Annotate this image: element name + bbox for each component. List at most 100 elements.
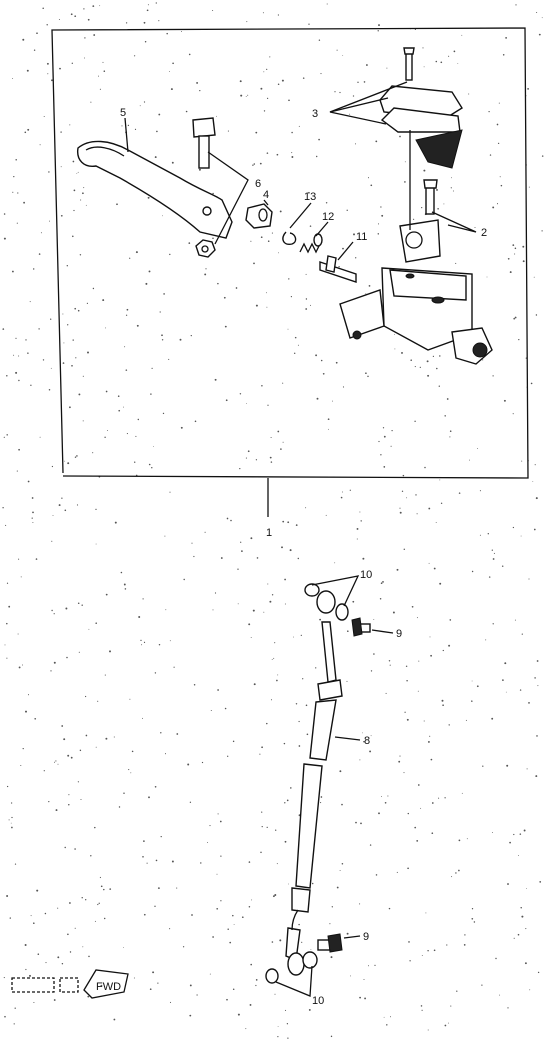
speckle [71, 62, 73, 64]
speckle [148, 796, 150, 799]
speckle [491, 832, 493, 834]
speckle [439, 355, 441, 357]
speckle [335, 361, 338, 364]
speckle [196, 994, 198, 996]
speckle [158, 20, 160, 22]
speckle [305, 273, 307, 275]
speckle [378, 440, 380, 443]
speckle [373, 618, 375, 620]
speckle [308, 191, 310, 194]
speckle [106, 430, 108, 431]
speckle [169, 1001, 172, 1003]
speckle [6, 582, 9, 584]
speckle [92, 5, 95, 7]
reservoir-cap [379, 47, 463, 230]
speckle [39, 144, 41, 146]
speckle [103, 70, 106, 72]
speckle [443, 203, 445, 205]
speckle [147, 4, 149, 6]
speckle [382, 427, 385, 429]
speckle [396, 871, 398, 873]
speckle [320, 796, 323, 798]
speckle [319, 618, 321, 621]
speckle [124, 346, 126, 348]
spring-leader [315, 221, 329, 237]
speckle [207, 842, 209, 843]
fwd-arrow-icon: FWD [11, 969, 129, 999]
speckle [169, 640, 171, 642]
speckle [154, 156, 157, 159]
speckle [281, 79, 284, 82]
speckle [341, 862, 344, 865]
speckle [37, 953, 40, 955]
speckle [261, 384, 263, 387]
speckle [84, 57, 85, 59]
speckle [27, 352, 29, 354]
speckle [217, 282, 219, 285]
speckle [164, 753, 167, 755]
speckle [123, 792, 125, 795]
speckle [2, 328, 5, 330]
speckle [414, 826, 417, 829]
speckle [325, 514, 327, 516]
speckle [61, 725, 64, 727]
speckle [354, 143, 357, 145]
speckle [507, 1007, 509, 1009]
speckle [26, 69, 29, 72]
speckle [104, 674, 106, 676]
speckle [355, 821, 357, 824]
speckle [191, 914, 193, 916]
speckle [51, 79, 53, 82]
speckle [51, 609, 53, 612]
speckle [38, 253, 41, 255]
speckle [15, 371, 18, 374]
speckle [316, 155, 318, 158]
speckle [253, 683, 256, 686]
speckle [539, 881, 542, 883]
speckle [267, 404, 269, 406]
speckle [512, 244, 515, 246]
speckle [144, 40, 147, 43]
speckle [430, 758, 433, 761]
speckle [253, 163, 256, 165]
speckle [148, 270, 151, 273]
speckle [515, 4, 517, 6]
speckle [346, 680, 348, 682]
speckle [72, 160, 75, 163]
speckle [72, 235, 74, 238]
speckle [172, 62, 174, 65]
speckle [125, 22, 128, 24]
speckle [287, 883, 289, 885]
speckle [109, 888, 112, 890]
speckle [102, 299, 105, 302]
speckle [513, 317, 516, 320]
speckle [374, 964, 376, 967]
speckle [525, 928, 527, 930]
speckle [241, 550, 243, 552]
speckle [369, 750, 372, 753]
speckle [423, 169, 426, 172]
speckle [276, 153, 279, 156]
speckle [279, 939, 282, 942]
speckle [49, 220, 50, 222]
speckle [290, 787, 292, 789]
speckle [520, 906, 522, 909]
speckle [365, 64, 368, 66]
speckle [284, 578, 286, 581]
speckle [286, 1023, 289, 1025]
speckle [77, 781, 80, 783]
speckle [501, 565, 504, 567]
speckle [416, 513, 418, 515]
speckle [302, 77, 305, 79]
speckle [125, 314, 128, 316]
speckle [418, 660, 420, 662]
speckle [509, 841, 511, 844]
speckle [142, 856, 144, 858]
speckle [224, 325, 227, 328]
speckle [410, 359, 412, 361]
speckle [263, 71, 265, 73]
speckle [448, 644, 451, 647]
speckle [74, 456, 77, 458]
speckle [180, 426, 183, 429]
speckle [334, 91, 336, 93]
